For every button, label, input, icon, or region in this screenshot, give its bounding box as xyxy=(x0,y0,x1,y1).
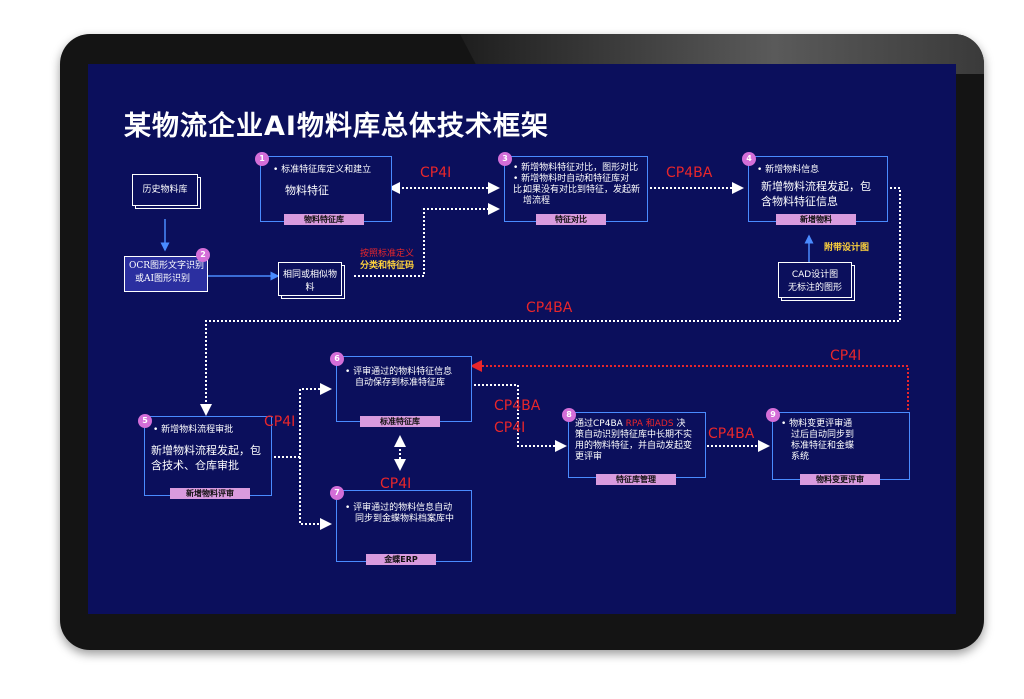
similar-material-doc: 相同或相似物 料 xyxy=(278,262,342,296)
history-library-label: 历史物料库 xyxy=(142,185,188,195)
node-8-line-3: 用的物料特征，并自动发起变 xyxy=(575,441,693,451)
attach-design-label: 附带设计图 xyxy=(824,243,870,253)
node-5-tag: 新增物料评审 xyxy=(170,488,250,499)
label-cp4ba-3: CP4BA xyxy=(494,398,541,414)
node-3-bullet-2c: 增流程 xyxy=(523,196,551,206)
step-4-badge: 4 xyxy=(742,152,756,166)
node-7-erp: • 评审通过的物料信息自动 同步到金蝶物料档案库中 xyxy=(336,490,472,562)
node-9-line-3: 标准特征和金蝶 xyxy=(791,441,855,451)
node-6-standard-library: • 评审通过的物料特征信息 自动保存到标准特征库 xyxy=(336,356,472,422)
label-cp4ba-4: CP4BA xyxy=(708,426,755,442)
node-9-line-1: • 物料变更评审通 xyxy=(781,419,853,429)
label-cp4ba-1: CP4BA xyxy=(666,165,713,181)
similar-line-1: 相同或相似物 xyxy=(282,270,337,280)
node-7-tag: 金蝶ERP xyxy=(366,554,436,565)
ocr-line-1: OCR图形文字识别 xyxy=(129,261,205,271)
step-1-badge: 1 xyxy=(255,152,269,166)
node-3-feature-compare: • 新增物料特征对比，图形对比 • 新增物料时自动和特征库对比， 如果没有对比到… xyxy=(504,156,648,222)
step-8-badge: 8 xyxy=(562,408,576,422)
node-8-line-1: 通过CP4BA RPA 和ADS 决 xyxy=(575,419,686,429)
node-3-bullet-1: • 新增物料特征对比，图形对比 xyxy=(513,163,639,173)
node-5-text-2: 含技术、仓库审批 xyxy=(151,459,239,472)
step-3-badge: 3 xyxy=(498,152,512,166)
node-9-tag: 物料变更评审 xyxy=(800,474,880,485)
node-7-bullet-1: • 评审通过的物料信息自动 xyxy=(345,503,453,513)
node-5-approval: • 新增物料流程审批 新增物料流程发起，包 含技术、仓库审批 xyxy=(144,416,272,496)
node-4-text-1: 新增物料流程发起，包 xyxy=(761,180,871,193)
node-4-new-material: • 新增物料信息 新增物料流程发起，包 含物料特征信息 xyxy=(748,156,888,222)
cad-line-2: 无标注的图形 xyxy=(787,283,842,293)
label-cp4i-1: CP4I xyxy=(420,165,452,181)
node-5-text-1: 新增物料流程发起，包 xyxy=(151,444,261,457)
node-7-bullet-2: 同步到金蝶物料档案库中 xyxy=(355,514,455,524)
step-9-badge: 9 xyxy=(766,408,780,422)
step-2-badge: 2 xyxy=(196,248,210,262)
label-cp4i-5: CP4I xyxy=(830,348,862,364)
ocr-line-2: 或AI图形识别 xyxy=(135,274,191,284)
node-8-line-4: 更评审 xyxy=(575,452,603,462)
cad-line-1: CAD设计图 xyxy=(791,270,839,280)
node-6-tag: 标准特征库 xyxy=(360,416,440,427)
label-cp4i-2: CP4I xyxy=(264,414,296,430)
node-3-bullet-2a: • 新增物料时自动和特征库对比， xyxy=(513,174,630,195)
node-5-bullet: • 新增物料流程审批 xyxy=(153,425,234,435)
classify-label-2: 分类和特征码 xyxy=(360,261,415,271)
label-cp4ba-2: CP4BA xyxy=(526,300,573,316)
ocr-box: OCR图形文字识别 或AI图形识别 xyxy=(124,256,208,292)
step-7-badge: 7 xyxy=(330,486,344,500)
node-3-bullet-2b: 如果没有对比到特征，发起新 xyxy=(523,185,641,195)
node-8-tag: 特征库管理 xyxy=(596,474,676,485)
page-title: 某物流企业AI物料库总体技术框架 xyxy=(124,111,549,142)
step-6-badge: 6 xyxy=(330,352,344,366)
diagram-screen: 某物流企业AI物料库总体技术框架 历史物料库 xyxy=(88,64,956,614)
node-4-tag: 新增物料 xyxy=(776,214,856,225)
history-library-doc: 历史物料库 xyxy=(132,174,198,206)
node-4-text-2: 含物料特征信息 xyxy=(761,195,838,208)
node-1-tag: 物料特征库 xyxy=(284,214,364,225)
node-6-bullet-2: 自动保存到标准特征库 xyxy=(355,378,446,388)
node-9-line-2: 过后自动同步到 xyxy=(791,430,855,440)
label-cp4i-3: CP4I xyxy=(380,476,412,492)
label-cp4i-4: CP4I xyxy=(494,420,526,436)
cad-design-doc: CAD设计图 无标注的图形 xyxy=(778,262,852,298)
node-9-change-review: • 物料变更评审通 过后自动同步到 标准特征和金蝶 系统 xyxy=(772,412,910,480)
connector-lines xyxy=(160,182,909,530)
classify-label-1: 按照标准定义 xyxy=(360,249,415,259)
node-6-bullet-1: • 评审通过的物料特征信息 xyxy=(345,367,453,377)
node-3-tag: 特征对比 xyxy=(536,214,606,225)
step-5-badge: 5 xyxy=(138,414,152,428)
node-4-bullet: • 新增物料信息 xyxy=(757,165,820,175)
node-8-line-2: 策自动识别特征库中长期不实 xyxy=(575,430,693,440)
similar-line-2: 料 xyxy=(305,283,315,293)
node-9-line-4: 系统 xyxy=(791,452,810,462)
node-1-bullet: • 标准特征库定义和建立 xyxy=(273,165,372,175)
node-8-library-mgmt: 通过CP4BA RPA 和ADS 决 策自动识别特征库中长期不实 用的物料特征，… xyxy=(568,412,706,478)
node-1-text: 物料特征 xyxy=(285,184,329,197)
node-1-feature-library: • 标准特征库定义和建立 物料特征 xyxy=(260,156,392,222)
